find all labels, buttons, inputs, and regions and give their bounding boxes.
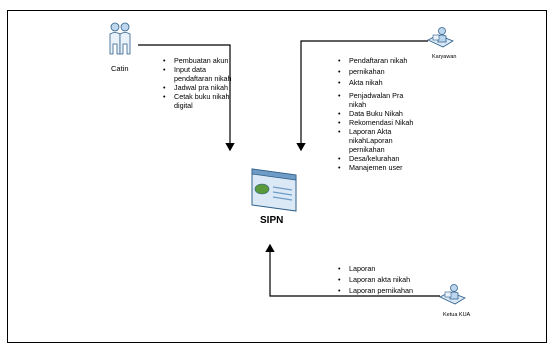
list-item: Jadwal pra nikah	[163, 83, 243, 92]
list-item: Pembuatan akun	[163, 56, 243, 65]
catin-label: Catin	[111, 64, 129, 73]
list-item: pernikahan	[338, 67, 422, 76]
ketua-kua-feature-list: Laporan Laporan akta nikah Laporan perni…	[338, 264, 438, 295]
catin-feature-list: Pembuatan akun Input data pendaftaran ni…	[163, 56, 243, 110]
list-item: Manajemen user	[338, 163, 422, 172]
list-item: Pendaftaran nikah	[338, 56, 422, 65]
sipn-label: SIPN	[260, 215, 284, 226]
list-item: Laporan akta nikah	[338, 275, 438, 284]
two-people-icon	[109, 22, 131, 55]
catin-to-sipn-arrow	[138, 44, 235, 152]
list-item: Cetak buku nikah digital	[163, 92, 243, 110]
karyawan-label: Karyawan	[432, 54, 457, 60]
person-at-desk-icon	[427, 27, 454, 48]
list-item: Laporan Akta nikahLaporan pernikahan	[338, 127, 422, 154]
list-item: Laporan pernikahan	[338, 286, 438, 295]
list-item: Akta nikah	[338, 78, 422, 87]
ketua-kua-to-sipn-arrow	[265, 243, 440, 297]
karyawan-feature-list: Pendaftaran nikah pernikahan Akta nikah …	[338, 56, 422, 172]
karyawan-to-sipn-arrow	[296, 40, 428, 152]
list-item: Data Buku Nikah	[338, 109, 422, 118]
list-item: Rekomendasi Nikah	[338, 118, 422, 127]
browser-window-icon	[251, 168, 297, 212]
ketua-kua-label: Ketua KUA	[443, 312, 471, 318]
list-item: Penjadwalan Pra nikah	[338, 91, 422, 109]
list-item: Laporan	[338, 264, 438, 273]
person-at-desk-icon	[439, 284, 466, 305]
list-item: Input data pendaftaran nikah	[163, 65, 243, 83]
list-item: Desa/kelurahan	[338, 154, 422, 163]
